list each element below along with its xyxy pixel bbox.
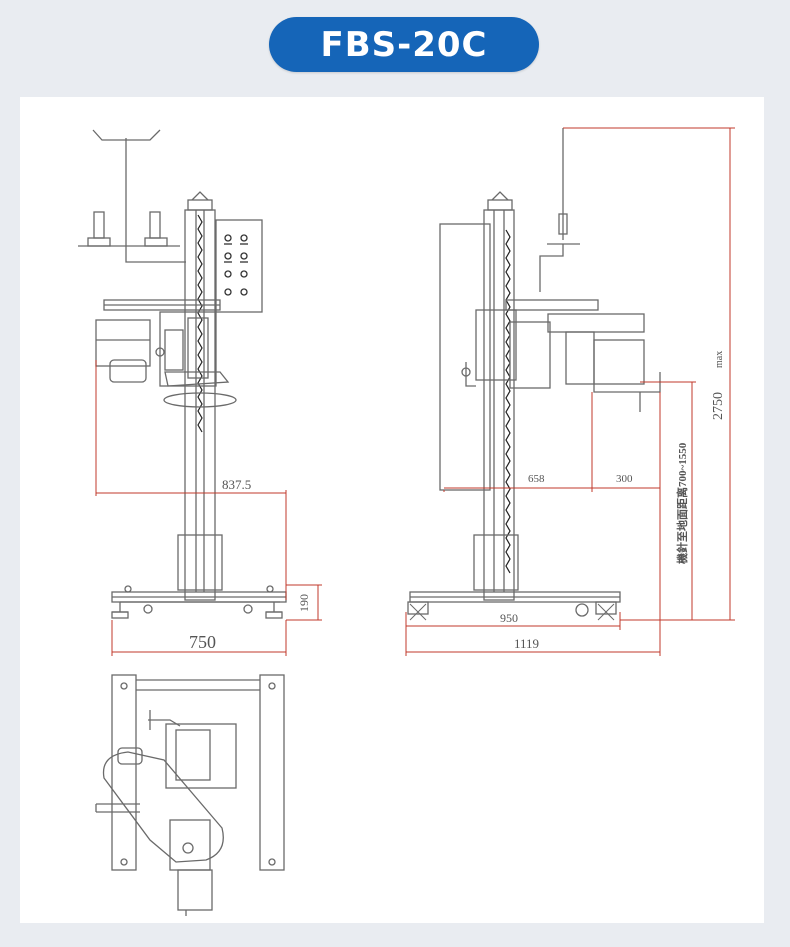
dim-side-right: 300 bbox=[616, 473, 633, 485]
dim-total-height: 2750 bbox=[711, 392, 726, 420]
dim-side-left: 658 bbox=[528, 473, 545, 485]
model-title-badge: FBS-20C bbox=[269, 17, 539, 72]
dimension-lines bbox=[95, 127, 735, 656]
drawing-panel bbox=[20, 97, 764, 923]
front-view bbox=[78, 129, 287, 619]
dim-base-width: 750 bbox=[189, 632, 216, 652]
dim-base-height: 190 bbox=[297, 594, 311, 612]
dim-reach: 837.5 bbox=[222, 477, 251, 492]
needle-height-note: 機針至地面距离700~1550 bbox=[675, 442, 689, 564]
dim-side-overall: 1119 bbox=[514, 636, 539, 651]
top-view bbox=[95, 674, 285, 916]
dim-total-height-suffix: max bbox=[714, 351, 725, 368]
side-view bbox=[407, 128, 661, 621]
dim-side-base: 950 bbox=[500, 611, 518, 625]
model-title: FBS-20C bbox=[320, 24, 488, 65]
